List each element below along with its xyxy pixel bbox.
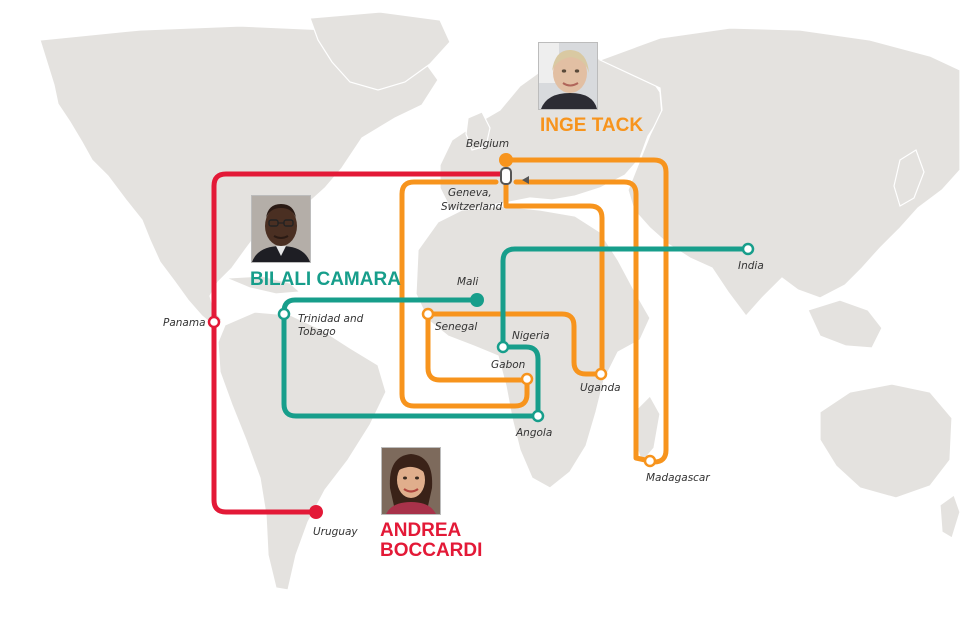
label-belgium: Belgium <box>466 138 509 150</box>
label-mali: Mali <box>457 276 478 288</box>
person-labels: INGE TACK BILALI CAMARA ANDREA BOCCARDI <box>250 115 643 561</box>
name-andrea-line2: BOCCARDI <box>380 540 482 561</box>
route-line-orange-gabon <box>425 311 530 383</box>
route-line-teal-mali <box>281 297 541 419</box>
label-uruguay: Uruguay <box>313 526 358 538</box>
headquarters-marker-icon <box>500 167 512 185</box>
label-nigeria: Nigeria <box>512 330 550 342</box>
place-labels: Belgium Geneva, Switzerland India Mali P… <box>163 138 764 538</box>
stop-belgium-filled <box>499 153 513 167</box>
land-south-america <box>217 311 387 591</box>
route-andrea-boccardi <box>211 171 509 515</box>
label-trinidad-line1: Trinidad and <box>298 313 364 325</box>
route-line-orange-angola <box>399 179 530 409</box>
stop-uganda <box>594 367 608 381</box>
stop-senegal <box>421 307 435 321</box>
land-australia <box>819 383 953 499</box>
route-stops <box>207 153 755 519</box>
land-uk <box>465 111 491 151</box>
land-japan <box>893 149 925 207</box>
label-india: India <box>738 260 764 272</box>
portrait-inge-tack <box>538 42 598 110</box>
land-greenland <box>309 11 451 91</box>
route-line-orange-senegal <box>425 311 604 377</box>
stop-india <box>741 242 755 256</box>
stop-panama <box>207 315 221 329</box>
route-line-orange-short <box>503 173 605 377</box>
stop-mali-filled <box>470 293 484 307</box>
label-geneva-line1: Geneva, <box>448 187 492 199</box>
label-senegal: Senegal <box>435 321 477 333</box>
route-inge-tack <box>399 157 669 465</box>
name-andrea-line1: ANDREA <box>380 520 462 541</box>
land-asia <box>598 27 960 317</box>
stop-trinidad <box>277 307 291 321</box>
stop-uruguay-filled <box>309 505 323 519</box>
avatar <box>382 448 440 514</box>
label-madagascar: Madagascar <box>646 472 710 484</box>
portrait-andrea-boccardi <box>381 447 441 515</box>
name-bilali-camara: BILALI CAMARA <box>250 269 401 290</box>
land-southeast-asia <box>807 299 883 349</box>
land-new-zealand <box>939 494 960 539</box>
avatar <box>539 43 597 109</box>
portrait-bilali-camara <box>251 195 311 263</box>
avatar <box>252 196 310 262</box>
label-uganda: Uganda <box>580 382 621 394</box>
route-line-red <box>211 171 509 515</box>
stop-gabon-orange <box>520 372 534 386</box>
land-caribbean <box>225 275 302 295</box>
label-trinidad-line2: Tobago <box>298 326 336 338</box>
route-arrow-icon <box>522 176 529 184</box>
stop-angola <box>531 409 545 423</box>
stop-nigeria <box>496 340 510 354</box>
label-angola: Angola <box>515 427 552 439</box>
route-line-orange-madagascar <box>503 157 669 465</box>
label-panama: Panama <box>163 317 206 329</box>
label-gabon: Gabon <box>491 359 525 371</box>
label-geneva-line2: Switzerland <box>441 201 503 213</box>
name-inge-tack: INGE TACK <box>540 115 643 136</box>
world-landmasses <box>39 11 960 591</box>
route-line-orange-uganda <box>513 179 653 464</box>
stop-madagascar <box>643 454 657 468</box>
